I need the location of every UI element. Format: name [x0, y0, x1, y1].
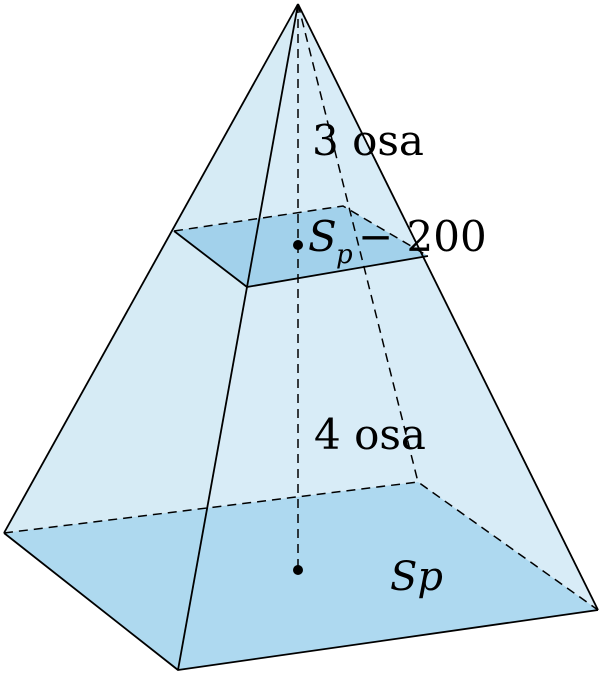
- section-front-edges: [173, 230, 429, 288]
- hidden-lateral-edge: [297, 3, 419, 483]
- section-center-point: [293, 240, 303, 250]
- edge-apex-left: [3, 3, 299, 534]
- section-area-operator: − 200: [358, 212, 487, 261]
- back-face: [4, 4, 598, 610]
- base-area-label: Sp: [390, 554, 443, 600]
- hidden-section-edge-back: [173, 205, 429, 257]
- edge-apex-front: [177, 3, 299, 671]
- section-area-subscript: p: [336, 240, 353, 270]
- base-center-point: [293, 565, 303, 575]
- lower-part-label: 4 osa: [314, 410, 426, 459]
- edge-apex-right: [297, 3, 599, 611]
- section-area-label: S p − 200: [308, 212, 487, 270]
- upper-part-label: 3 osa: [312, 116, 424, 165]
- base-front-edges: [3, 532, 599, 671]
- left-face: [4, 4, 298, 670]
- hidden-base-edge-back: [3, 481, 599, 611]
- pyramid-base: [4, 482, 598, 670]
- section-area-symbol: S: [308, 212, 337, 261]
